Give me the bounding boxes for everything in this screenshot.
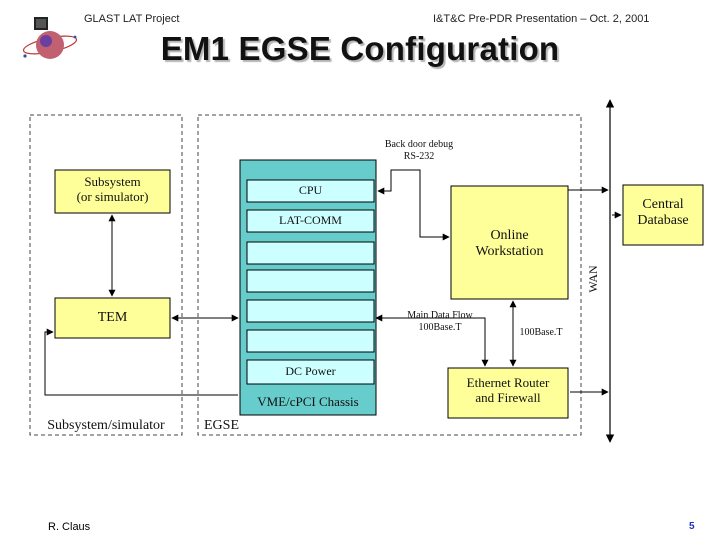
workstation-label: Online Workstation [451, 228, 568, 260]
router-line2: and Firewall [475, 389, 541, 405]
database-line1: Central [642, 197, 684, 212]
slide-title: EM1 EGSE Configuration [160, 30, 560, 67]
workstation-line1: Online [490, 228, 529, 243]
slot-6 [246, 329, 375, 353]
rs232-link [377, 169, 450, 241]
subsystem-line1: Subsystem [84, 174, 141, 189]
presentation-info: I&T&C Pre-PDR Presentation – Oct. 2, 200… [433, 13, 650, 25]
subsystem-box [54, 169, 171, 214]
slot-latcomm [246, 209, 375, 233]
database-label: Central Database [623, 197, 703, 229]
egse-enclosure [197, 114, 582, 436]
tem-label: TEM [97, 310, 128, 325]
router-box [447, 367, 569, 419]
subsystem-line2: (or simulator) [76, 188, 149, 204]
egse-label: EGSE [204, 418, 239, 433]
workstation-line2: Workstation [475, 244, 544, 260]
backdoor-line2: RS-232 [403, 150, 435, 162]
router-label: Ethernet Router and Firewall [448, 375, 568, 406]
mainflow-label: Main Data Flow 100Base.T [400, 310, 480, 333]
subsystem-label: Subsystem (or simulator) [55, 174, 170, 205]
page-number: 5 [689, 521, 695, 532]
slot-4 [246, 269, 375, 293]
mainflow-line2: 100Base.T [418, 321, 462, 333]
chassis-label: VME/cPCI Chassis [257, 394, 359, 409]
cpu-label: CPU [298, 183, 323, 197]
mainflow-line1: Main Data Flow [407, 310, 473, 321]
glast-logo [20, 15, 82, 65]
project-name: GLAST LAT Project [84, 13, 180, 25]
subsystem-enclosure [29, 114, 183, 436]
slot-dcpower [246, 359, 375, 385]
database-line2: Database [637, 213, 689, 229]
backdoor-line1: Back door debug [384, 139, 454, 150]
main-data-flow-link [375, 314, 489, 367]
wan-label: WAN [586, 265, 600, 293]
base100-label: 100Base.T [519, 327, 563, 338]
author: R. Claus [48, 521, 91, 533]
workstation-box [450, 185, 569, 300]
slot-cpu [246, 179, 375, 203]
subsystem-sim-link [44, 328, 238, 396]
slot-5 [246, 299, 375, 323]
tem-box [54, 297, 171, 339]
latcomm-label: LAT-COMM [279, 213, 342, 227]
database-box [622, 184, 704, 246]
router-line1: Ethernet Router [466, 375, 550, 390]
dcpower-label: DC Power [285, 364, 336, 378]
slot-3 [246, 241, 375, 265]
backdoor-label: Back door debug RS-232 [378, 139, 460, 162]
subsystem-simulator-label: Subsystem/simulator [47, 418, 165, 433]
